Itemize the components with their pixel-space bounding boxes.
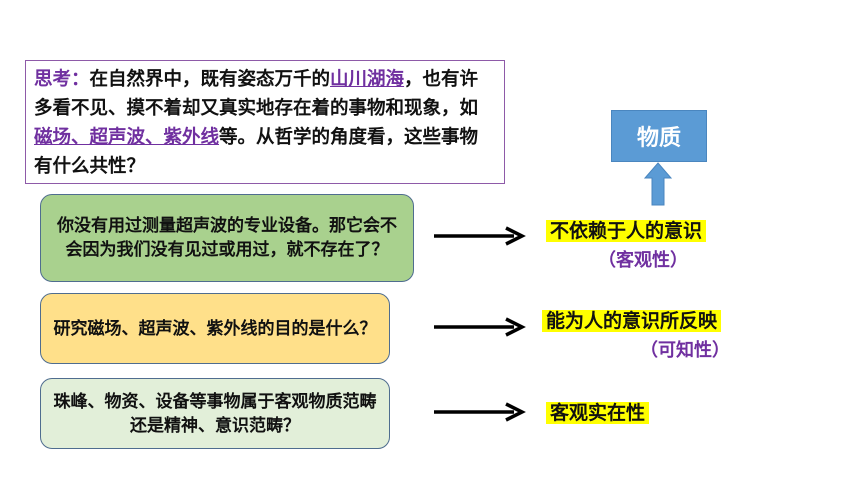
- matter-label: 物质: [636, 126, 681, 151]
- think-label: 思考：: [34, 69, 90, 90]
- answer-3-main: 客观实在性: [546, 402, 650, 424]
- think-underline-2: 磁场、超声波、紫外线: [34, 127, 220, 148]
- question-text-2: 研究磁场、超声波、紫外线的目的是什么？: [53, 318, 377, 339]
- question-text-1: 你没有用过测量超声波的专业设备。那它会不会因为我们没有见过或用过，就不存在了？: [57, 216, 397, 260]
- right-arrow-icon: [434, 402, 526, 422]
- answer-2: 能为人的意识所反映 （可知性）: [542, 309, 730, 363]
- answer-2-sub: （可知性）: [640, 340, 730, 361]
- matter-box: 物质: [611, 110, 707, 162]
- answer-1: 不依赖于人的意识 （客观性）: [546, 219, 707, 273]
- right-arrow-icon: [434, 317, 526, 337]
- answer-3: 客观实在性: [546, 401, 650, 425]
- right-arrow-icon: [434, 226, 526, 246]
- question-box-2: 研究磁场、超声波、紫外线的目的是什么？: [40, 293, 390, 364]
- answer-1-main: 不依赖于人的意识: [546, 220, 707, 242]
- up-arrow-icon: [644, 162, 672, 206]
- question-text-3: 珠峰、物资、设备等事物属于客观物质范畴还是精神、意识范畴？: [53, 391, 377, 436]
- question-box-3: 珠峰、物资、设备等事物属于客观物质范畴还是精神、意识范畴？: [40, 378, 390, 449]
- think-text-2: ，也有许多看不见、摸不着却又真实地存在着的事物和现象，如: [34, 69, 479, 119]
- answer-1-sub: （客观性）: [598, 250, 688, 271]
- think-underline-1: 山川湖海: [330, 69, 405, 90]
- answer-2-main: 能为人的意识所反映: [542, 310, 722, 332]
- think-text-1: 在自然界中，既有姿态万千的: [89, 69, 331, 90]
- think-prompt-box: 思考：在自然界中，既有姿态万千的山川湖海，也有许多看不见、摸不着却又真实地存在着…: [25, 60, 505, 184]
- question-box-1: 你没有用过测量超声波的专业设备。那它会不会因为我们没有见过或用过，就不存在了？: [40, 194, 414, 282]
- think-text-3: 等。从哲学的角度看，这些事物有什么共性？: [34, 127, 479, 177]
